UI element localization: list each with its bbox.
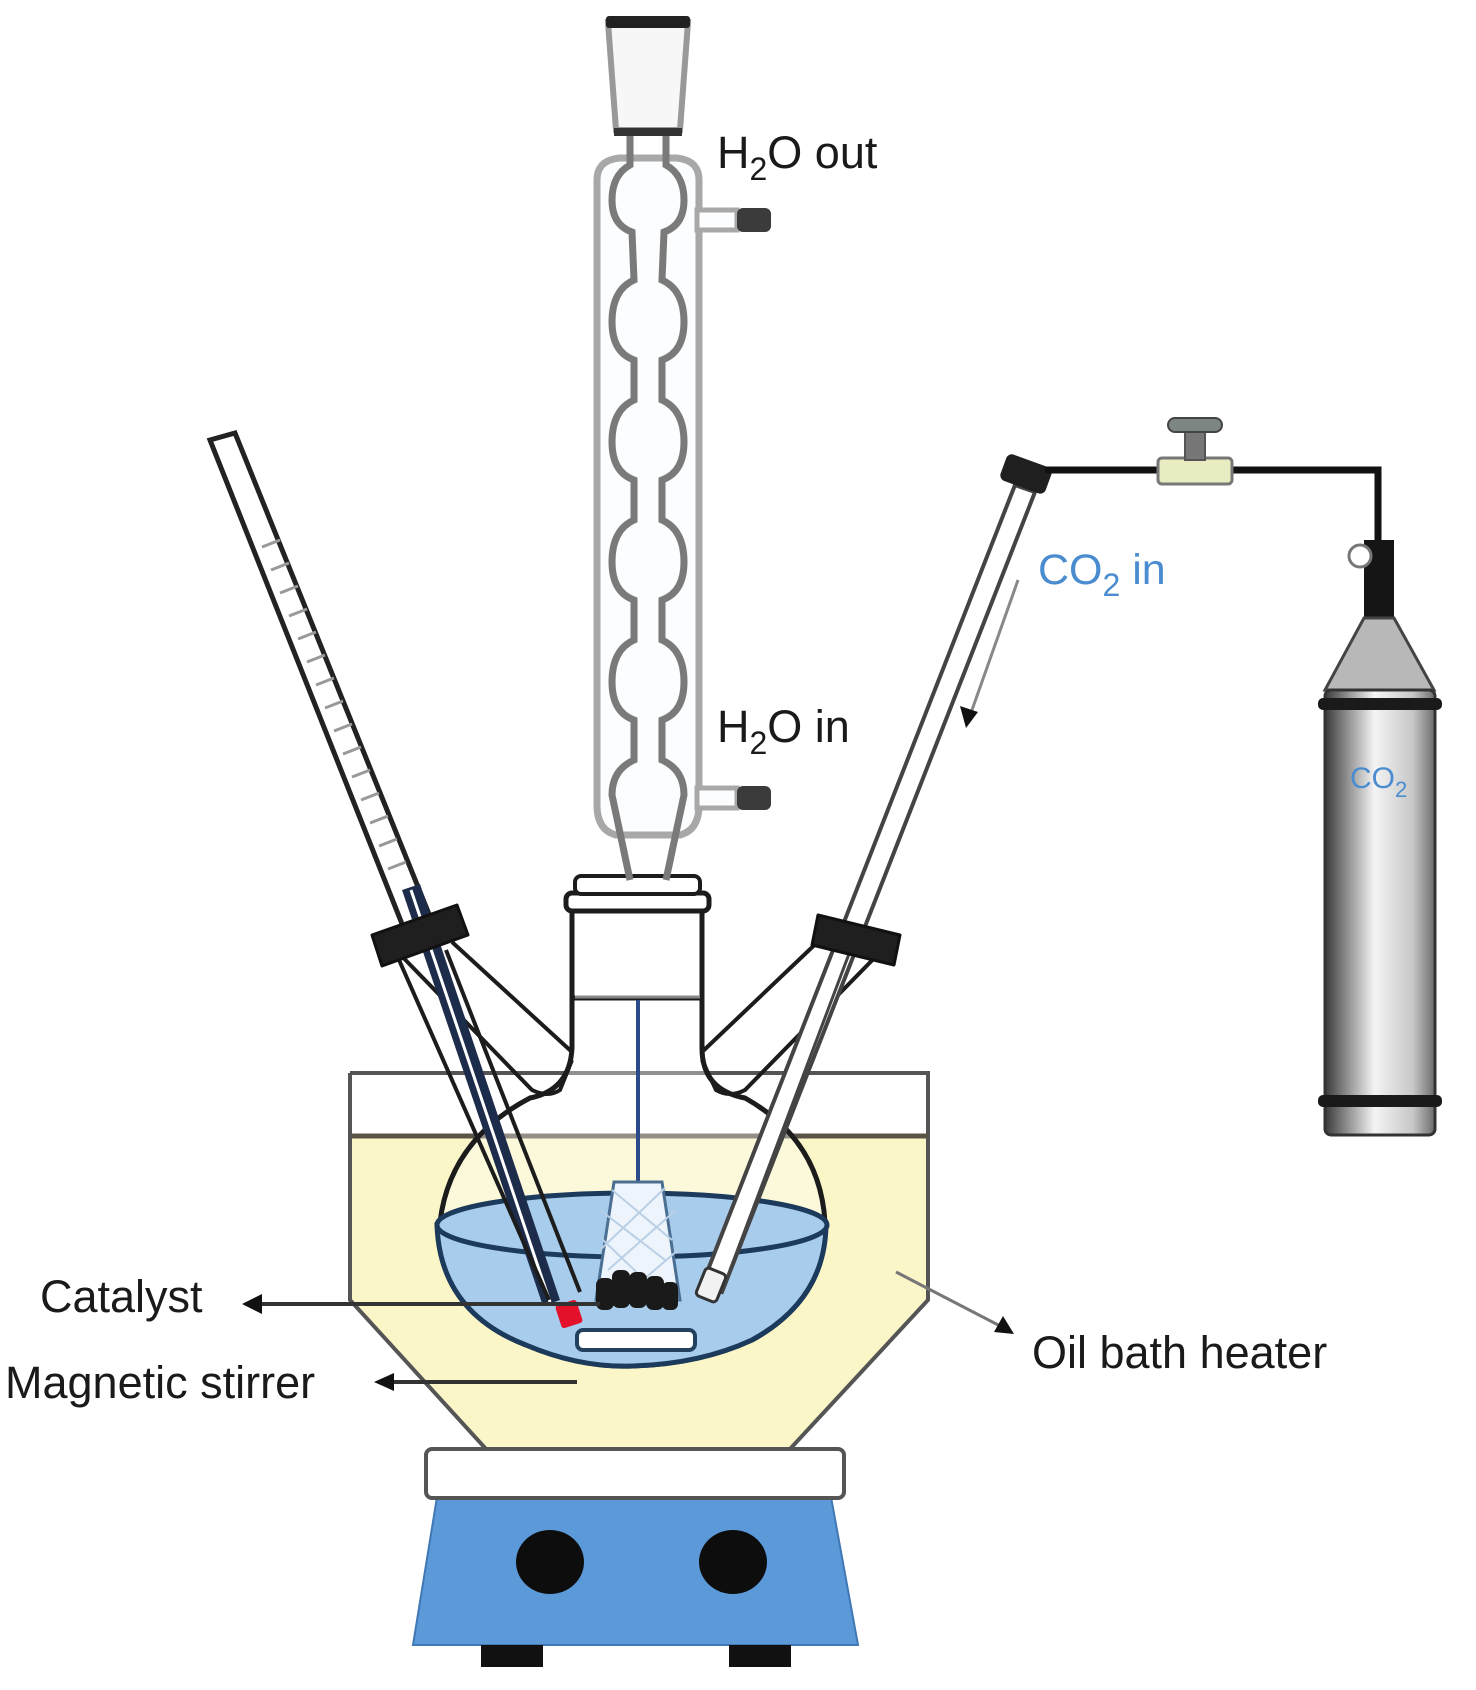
label-water-out: H2O out bbox=[717, 127, 878, 187]
stem-highlight bbox=[409, 889, 552, 1303]
gas-inlet bbox=[694, 454, 1052, 1304]
hotplate-knob-right bbox=[699, 1530, 767, 1594]
cylinder-shoulder bbox=[1322, 616, 1437, 692]
label-co2-in: CO2 in bbox=[1038, 546, 1166, 603]
outlet-arm bbox=[694, 207, 740, 233]
catalyst-red-marker bbox=[555, 1299, 583, 1329]
label-magnetic-stirrer: Magnetic stirrer bbox=[5, 1357, 315, 1408]
condenser-stopper bbox=[604, 19, 692, 133]
catalyst-arrowhead bbox=[242, 1294, 262, 1314]
co2-supply bbox=[1045, 417, 1442, 1137]
stopper-cap bbox=[606, 16, 690, 28]
hotplate-body bbox=[411, 1496, 860, 1646]
stir-bar bbox=[575, 1328, 697, 1352]
hotplate-top-plate bbox=[424, 1447, 846, 1500]
gas-line bbox=[1045, 466, 1382, 540]
hotplate-knob-left bbox=[516, 1530, 584, 1594]
valve-handle bbox=[1167, 417, 1223, 433]
valve-body bbox=[1156, 456, 1234, 486]
stopper-joint bbox=[614, 128, 682, 136]
center-neck bbox=[569, 899, 705, 1001]
regulator-gauge bbox=[1347, 543, 1373, 569]
inlet-tip bbox=[694, 1266, 728, 1304]
hotplate-foot-right bbox=[729, 1645, 791, 1667]
inlet-nozzle bbox=[737, 786, 771, 810]
co2-flow-arrowhead bbox=[960, 706, 978, 728]
right-side-neck bbox=[700, 940, 892, 1096]
labels: H2O out H2O in CO2 in CO2 Catalyst Magne… bbox=[5, 127, 1407, 1408]
left-side-neck bbox=[386, 940, 574, 1096]
valve-stem bbox=[1184, 431, 1206, 461]
label-catalyst: Catalyst bbox=[40, 1271, 203, 1322]
right-neck-inner bbox=[700, 933, 827, 1054]
stem-outer2 bbox=[444, 949, 582, 1293]
inlet-arm bbox=[694, 785, 740, 811]
thermometer-clamp bbox=[370, 903, 470, 968]
co2-flow-line bbox=[970, 579, 1020, 711]
catalyst-pellets bbox=[596, 1270, 678, 1310]
hot-plate-stirrer bbox=[411, 1447, 860, 1667]
bath-outline bbox=[348, 1071, 930, 1451]
oil-bath-leader bbox=[895, 1270, 1005, 1330]
inlet-clamp bbox=[810, 913, 902, 967]
cylinder-band-bottom bbox=[1318, 1095, 1442, 1107]
condenser-coil bbox=[608, 136, 638, 881]
neck-collar-top bbox=[573, 874, 702, 896]
cylinder-band-top bbox=[1318, 698, 1442, 710]
stirrer-arrowhead bbox=[374, 1373, 394, 1391]
annotation-arrows bbox=[242, 579, 1020, 1391]
thermometer-scale bbox=[261, 538, 407, 871]
condenser-coil-right bbox=[658, 136, 688, 881]
condenser-jacket bbox=[593, 154, 703, 839]
cylinder-body bbox=[1323, 688, 1437, 1137]
stem-outer bbox=[390, 943, 551, 1301]
thermometer bbox=[206, 429, 582, 1306]
inlet-connector bbox=[1000, 454, 1052, 494]
label-oil-bath-heater: Oil bath heater bbox=[1032, 1327, 1327, 1378]
thermometer-tube bbox=[206, 429, 441, 948]
oil-bath-arrowhead bbox=[994, 1316, 1014, 1334]
reflux-condenser bbox=[593, 16, 771, 881]
label-water-in: H2O in bbox=[717, 701, 850, 761]
hotplate-foot-left bbox=[481, 1645, 543, 1667]
outlet-nozzle bbox=[737, 208, 771, 232]
left-neck-inner bbox=[450, 940, 574, 1054]
inlet-inner-line bbox=[728, 929, 860, 1271]
label-cylinder-co2: CO2 bbox=[1350, 762, 1407, 802]
